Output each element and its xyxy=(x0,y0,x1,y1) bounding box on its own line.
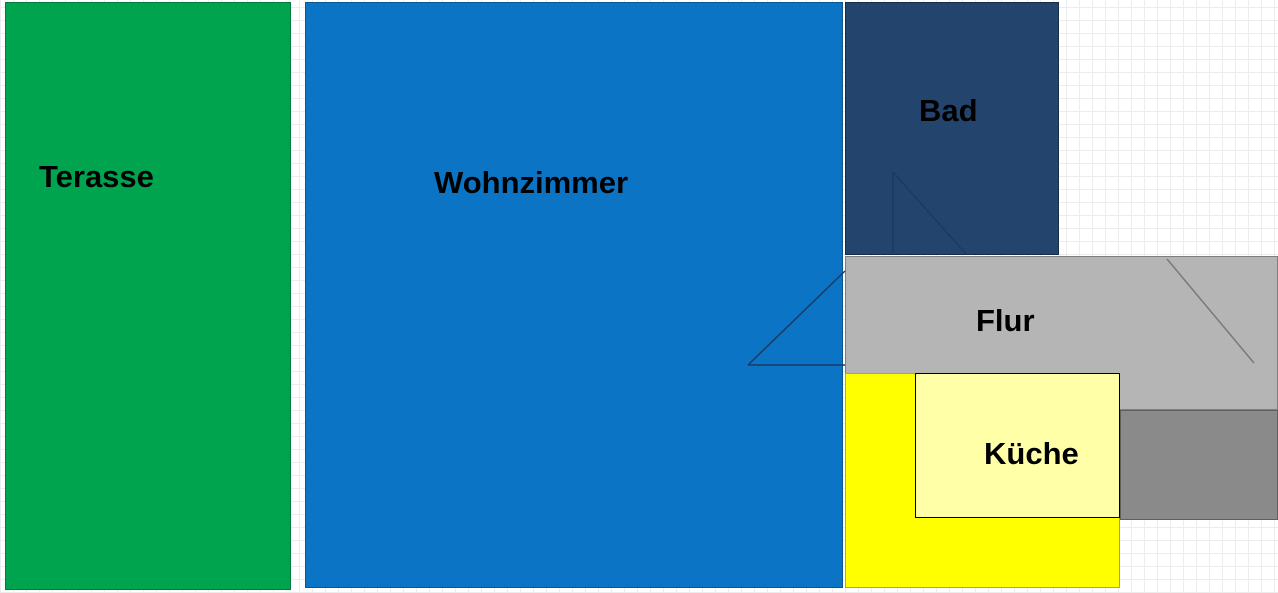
room-terasse-label: Terasse xyxy=(39,159,154,194)
room-flur-extension[interactable] xyxy=(1120,410,1278,520)
room-bad[interactable]: Bad xyxy=(845,2,1059,255)
room-flur-label: Flur xyxy=(976,303,1035,338)
room-kueche-label: Küche xyxy=(984,436,1079,471)
room-kueche[interactable]: Küche xyxy=(915,373,1120,518)
room-wohnzimmer[interactable]: Wohnzimmer xyxy=(305,2,843,588)
room-wohnzimmer-label: Wohnzimmer xyxy=(434,165,629,200)
room-terasse[interactable]: Terasse xyxy=(5,2,291,590)
room-bad-label: Bad xyxy=(919,93,978,128)
